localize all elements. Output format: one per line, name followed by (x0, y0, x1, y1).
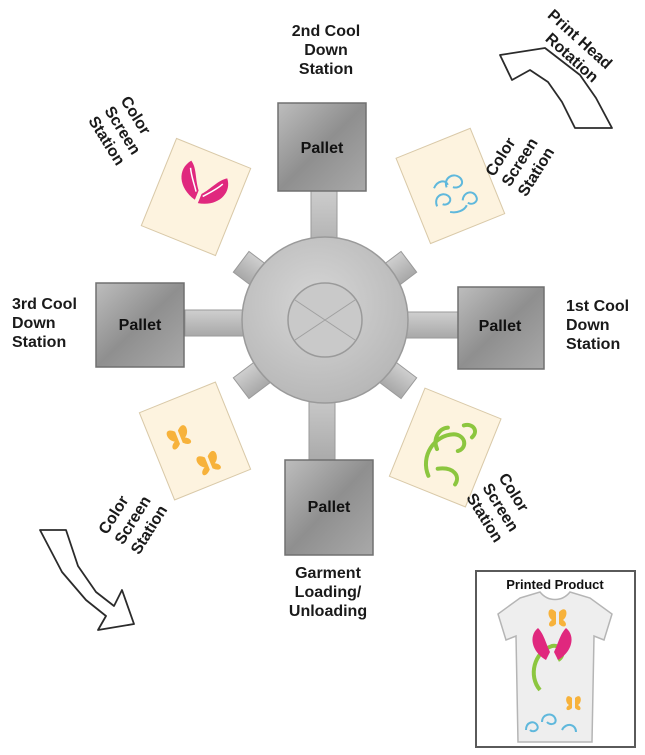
color-screen-top-right[interactable] (395, 127, 506, 245)
pallet-label: Pallet (479, 318, 522, 335)
color-screen-bottom-left[interactable] (138, 381, 252, 501)
station-label-2nd-cool-down: 2nd Cool Down Station (291, 23, 361, 78)
station-label-3rd-cool-down: 3rd Cool Down Station (12, 296, 77, 351)
color-screen-bottom-right[interactable] (388, 387, 502, 508)
butterfly-design (166, 425, 221, 476)
wing-design (181, 160, 199, 200)
color-screen-top-left[interactable] (140, 137, 252, 257)
pallet-bottom[interactable]: Pallet (284, 459, 374, 556)
station-label-garment-loading: Garment Loading/ Unloading (288, 565, 368, 620)
pallet-label: Pallet (308, 499, 351, 516)
rotation-arrow-icon (499, 47, 613, 129)
vine-design (423, 422, 477, 487)
pallet-left[interactable]: Pallet (95, 282, 185, 368)
station-label-1st-cool-down: 1st Cool Down Station (566, 298, 630, 353)
pallet-label: Pallet (119, 317, 162, 334)
pallet-right[interactable]: Pallet (457, 286, 545, 370)
rotation-arrow-icon (39, 529, 135, 631)
pallet-top[interactable]: Pallet (277, 102, 367, 192)
swirl-design (433, 174, 478, 214)
printed-product-panel: Printed Product (475, 570, 636, 748)
tshirt-image (497, 591, 613, 743)
pallet-label: Pallet (301, 140, 344, 157)
printed-product-title: Printed Product (506, 577, 604, 592)
